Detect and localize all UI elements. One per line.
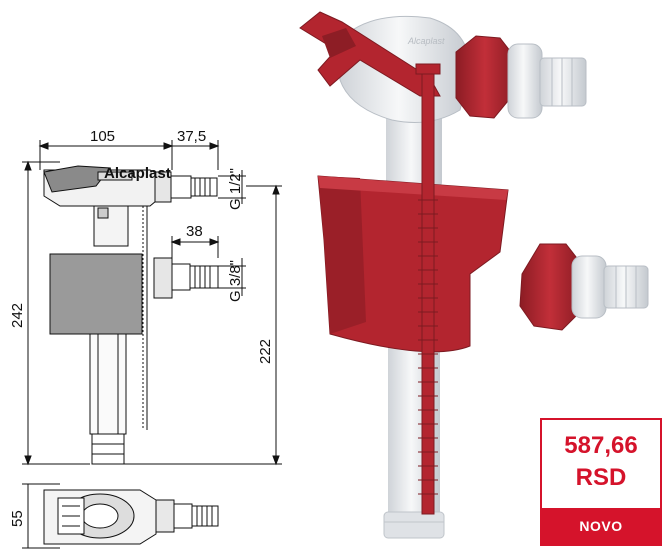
- technical-drawing: [22, 140, 282, 549]
- float-valve-photo: Alcaplast: [299, 11, 587, 539]
- product-brand-mark: Alcaplast: [407, 36, 445, 46]
- thread-top-label: G 1/2": [227, 168, 244, 210]
- dim-offset-mid: 38: [186, 223, 203, 240]
- price-currency: RSD: [575, 464, 627, 491]
- thread-mid-label: G 3/8": [227, 260, 244, 302]
- dim-depth: 55: [9, 510, 26, 527]
- price-tag: 587,66 RSD NOVO: [540, 418, 662, 546]
- new-badge: NOVO: [542, 508, 660, 544]
- dim-offset-top: 37,5: [177, 128, 206, 145]
- dim-width-top: 105: [90, 128, 115, 145]
- price-amount: 587,66: [564, 432, 638, 459]
- dim-height-total: 242: [9, 303, 26, 328]
- drawing-brand-mark: Alcaplast: [104, 165, 171, 182]
- dim-height-inlet: 222: [257, 339, 274, 364]
- spare-fitting-photo: [519, 243, 649, 331]
